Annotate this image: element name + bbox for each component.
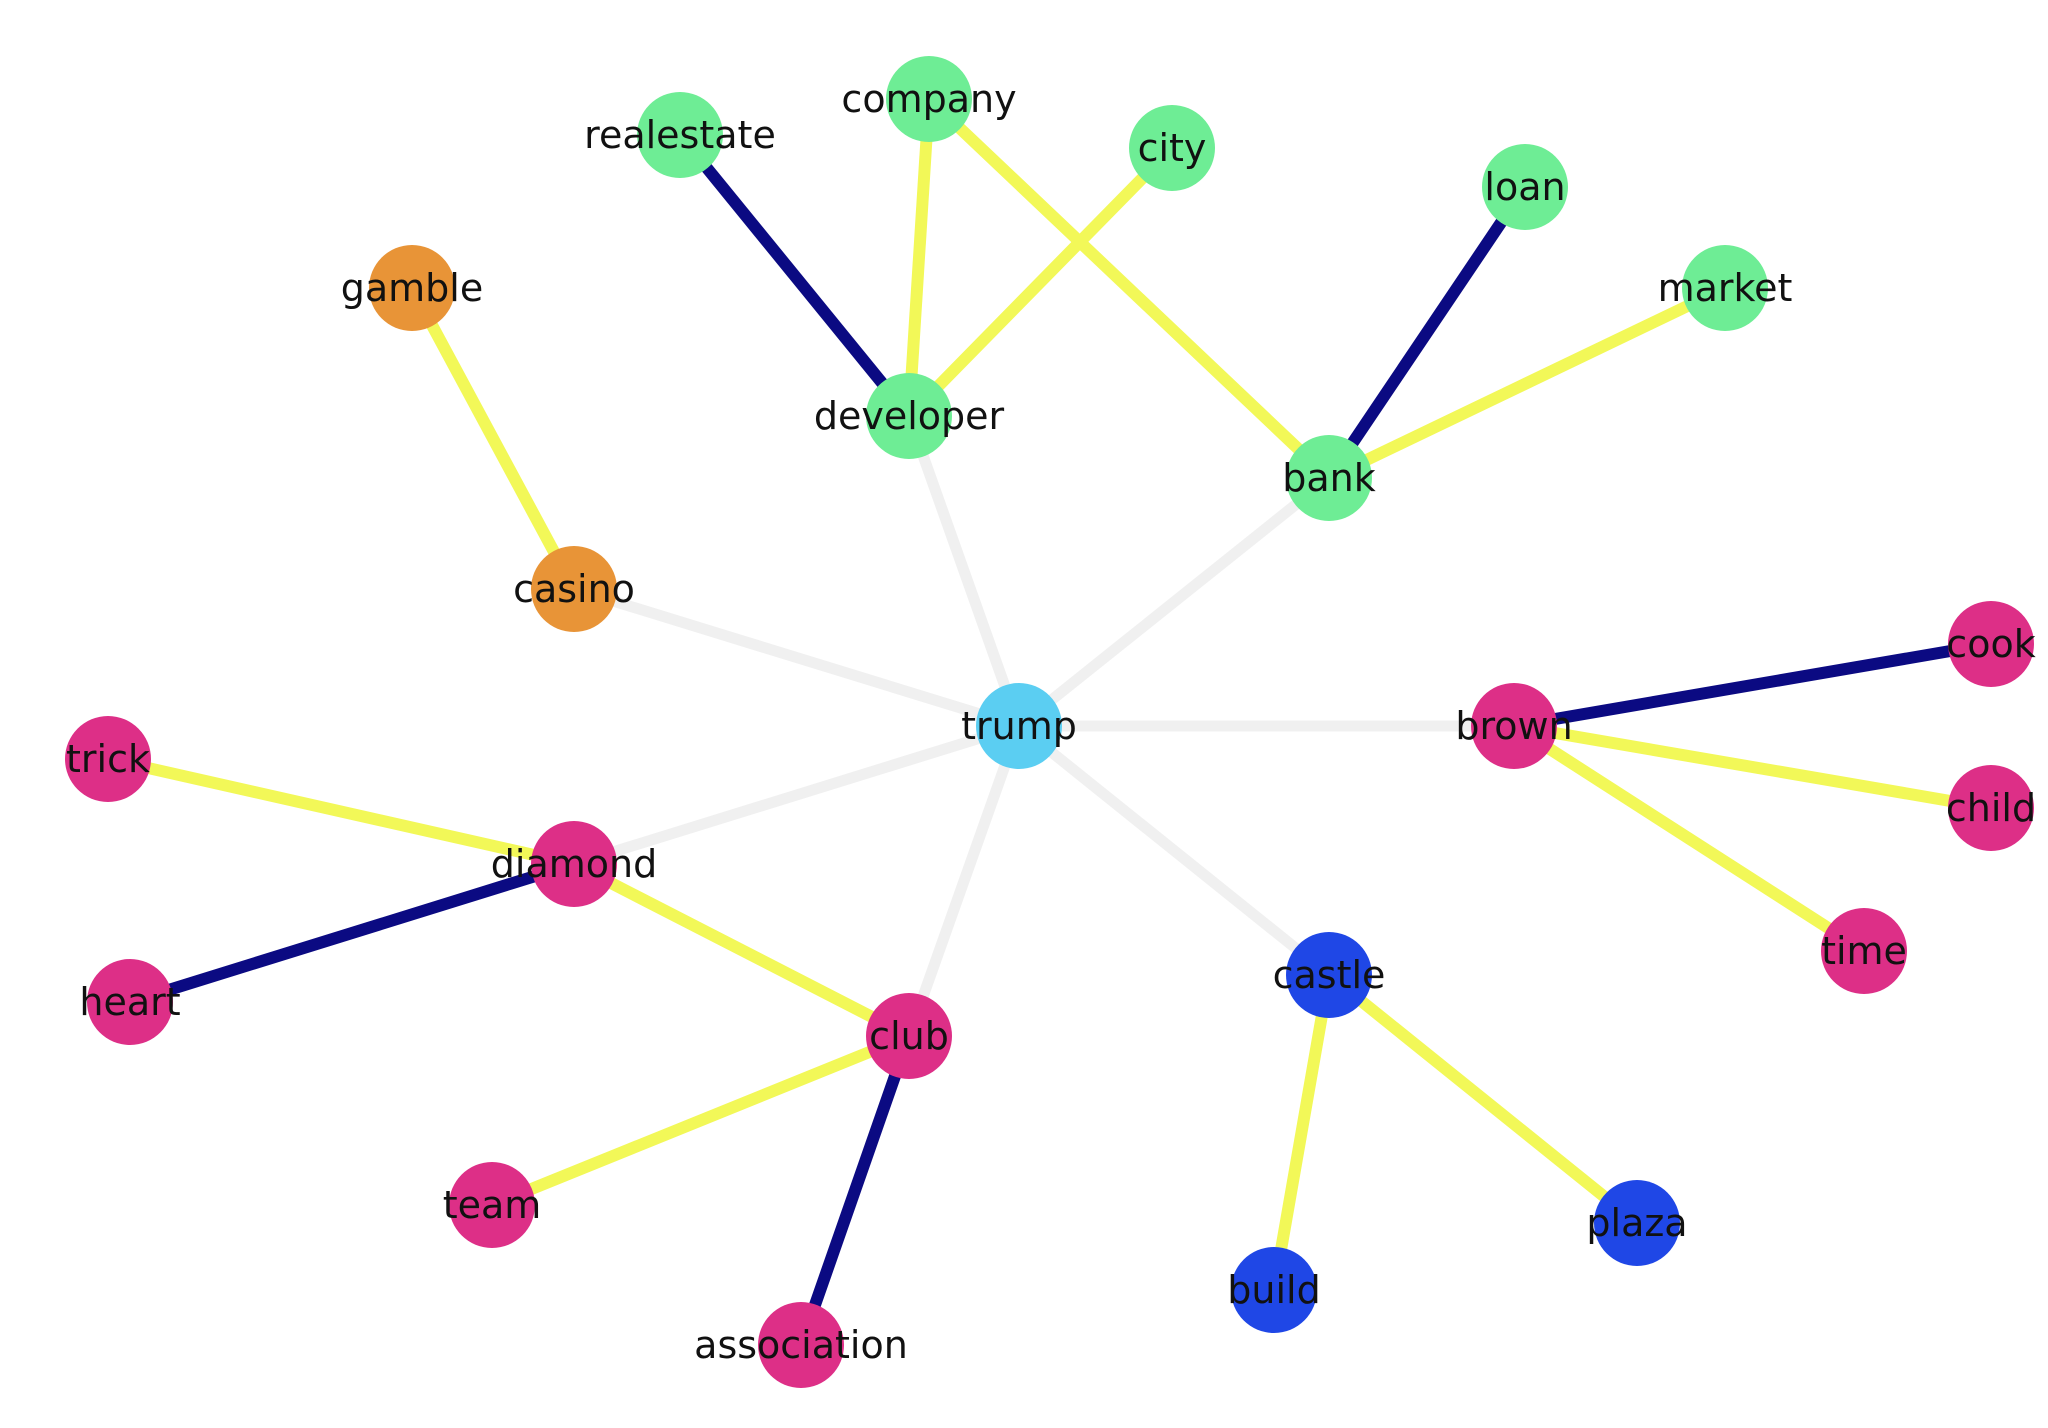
edge-castle-build (1268, 973, 1335, 1292)
edge-developer-realestate (675, 131, 914, 420)
node-company (886, 56, 972, 142)
node-bank (1286, 435, 1372, 521)
node-label-market: market (1658, 266, 1793, 310)
node-plaza (1594, 1180, 1680, 1266)
node-label-club: club (869, 1014, 949, 1058)
node-label-company: company (841, 77, 1016, 121)
node-label-association: association (694, 1323, 908, 1367)
node-realestate (637, 92, 723, 178)
edge-trump-bank (1015, 473, 1333, 731)
node-diamond (531, 821, 617, 907)
edge-developer-company (903, 98, 935, 417)
node-trump (976, 683, 1062, 769)
edge-club-association (795, 1034, 915, 1347)
node-time (1821, 908, 1907, 994)
node-club (866, 993, 952, 1079)
node-label-developer: developer (814, 394, 1005, 438)
node-label-diamond: diamond (491, 842, 657, 886)
node-heart (87, 959, 173, 1045)
edge-diamond-club (571, 858, 912, 1042)
edge-gamble-casino (406, 285, 580, 592)
node-label-build: build (1227, 1268, 1320, 1312)
node-child (1948, 765, 2034, 851)
edge-trump-castle (1015, 721, 1333, 980)
edge-brown-cook (1512, 638, 1993, 732)
edge-trump-casino (572, 583, 1021, 732)
node-label-child: child (1946, 786, 2036, 830)
node-label-trick: trick (66, 737, 150, 781)
node-gamble (369, 245, 455, 331)
node-castle (1286, 932, 1372, 1018)
edge-trump-diamond (572, 720, 1021, 870)
node-label-team: team (443, 1183, 542, 1227)
edge-club-team (489, 1030, 912, 1211)
node-casino (531, 546, 617, 632)
node-market (1682, 245, 1768, 331)
edge-diamond-trick (106, 753, 576, 870)
node-label-castle: castle (1273, 953, 1386, 997)
edges-layer (106, 94, 1993, 1347)
node-label-time: time (1821, 929, 1907, 973)
node-cook (1948, 601, 2034, 687)
edge-trump-club (903, 724, 1025, 1038)
edge-brown-child (1512, 720, 1993, 814)
edge-diamond-heart (128, 858, 576, 1008)
node-label-loan: loan (1484, 165, 1565, 209)
nodes-layer: trump developer realestate company city bank l… (65, 56, 2036, 1388)
node-label-casino: casino (513, 567, 635, 611)
node-label-bank: bank (1282, 456, 1376, 500)
edge-company-bank (924, 94, 1334, 483)
edge-castle-plaza (1325, 970, 1641, 1228)
node-developer (866, 373, 952, 459)
node-label-heart: heart (79, 980, 180, 1024)
node-label-gamble: gamble (341, 266, 483, 310)
node-association (758, 1302, 844, 1388)
node-loan (1482, 144, 1568, 230)
edge-bank-loan (1324, 183, 1530, 482)
node-label-plaza: plaza (1586, 1201, 1687, 1245)
edge-developer-city (904, 143, 1177, 421)
node-label-brown: brown (1455, 704, 1572, 748)
node-label-city: city (1138, 126, 1207, 170)
node-brown (1471, 683, 1557, 769)
node-trick (65, 716, 151, 802)
edge-bank-market (1326, 282, 1728, 484)
node-label-realestate: realestate (584, 113, 776, 157)
node-label-cook: cook (1946, 622, 2035, 666)
node-build (1231, 1247, 1317, 1333)
edge-trump-developer (903, 414, 1025, 728)
node-team (449, 1162, 535, 1248)
edge-brown-time (1510, 720, 1868, 957)
node-label-trump: trump (961, 704, 1077, 748)
node-city (1129, 105, 1215, 191)
labels-layer: trump developer realestate company city bank l… (66, 77, 2036, 1367)
